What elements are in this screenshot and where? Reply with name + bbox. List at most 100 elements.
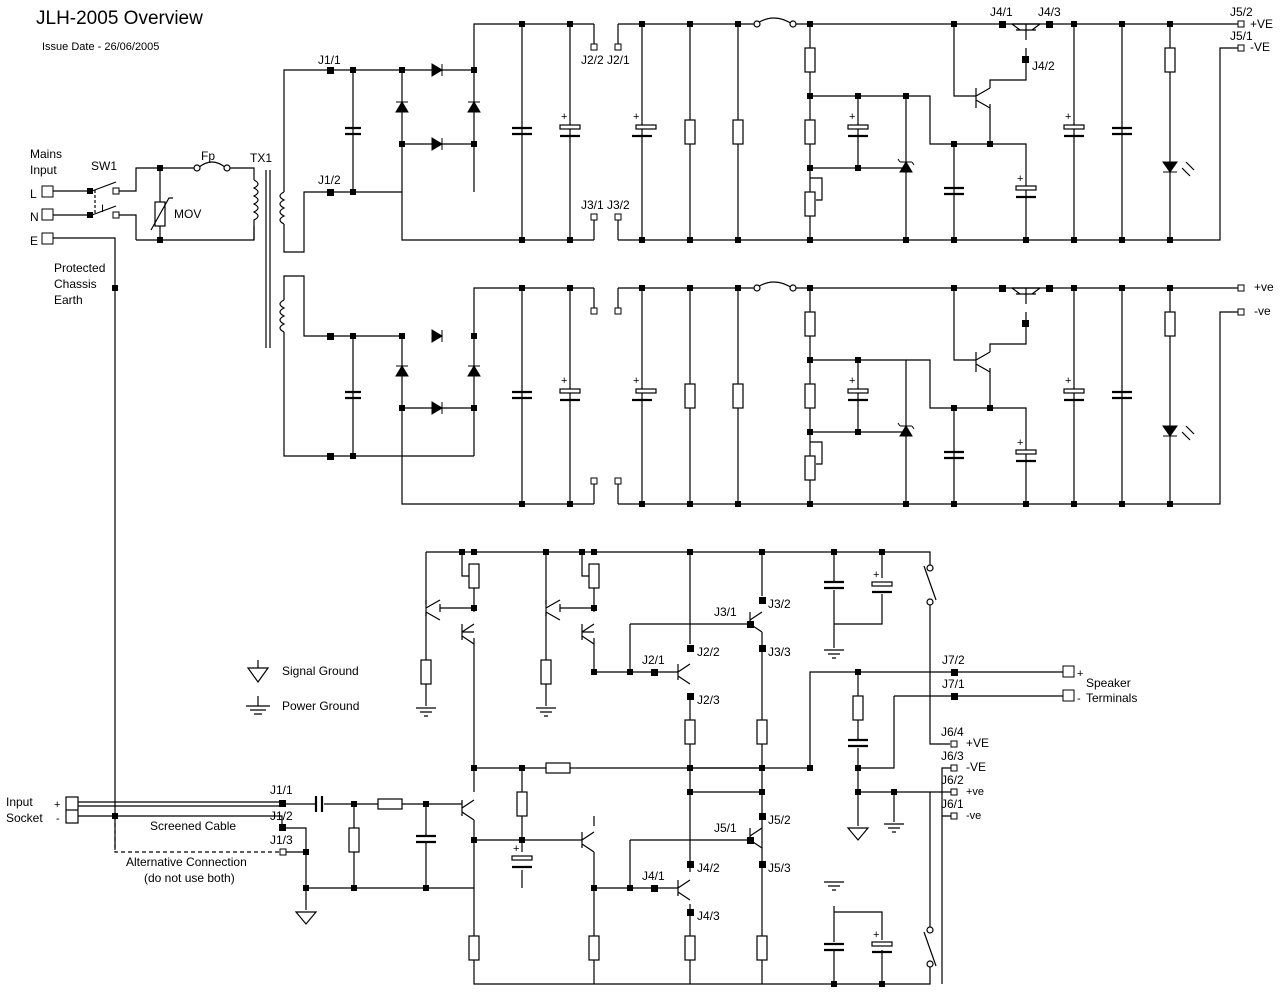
psu-j3-1-label: J3/1 (581, 198, 604, 212)
junction (903, 237, 909, 243)
mains-input-section: Mains Input L N E SW1 I Fp MOV Protected… (30, 147, 255, 850)
connector-j4-1 (999, 21, 1006, 28)
junction (951, 501, 957, 507)
resistor (756, 935, 768, 961)
junction (807, 429, 813, 435)
junction (855, 357, 861, 363)
input-j1-1-label: J1/1 (270, 783, 293, 797)
pass-transistor (1011, 287, 1041, 304)
resistor (1164, 311, 1176, 337)
junction (627, 885, 633, 891)
connector (1022, 320, 1029, 327)
electrolytic-capacitor (1015, 185, 1037, 191)
bridge-diode (395, 365, 409, 377)
input-j1-3-label: J1/3 (270, 833, 293, 847)
junction (987, 141, 993, 147)
bridge-diode (467, 101, 481, 113)
transformer-tx1: TX1 (250, 69, 330, 457)
amp-j2-3-label: J2/3 (697, 693, 720, 707)
junction (831, 981, 837, 987)
amp-j2-1-label: J2/1 (642, 653, 665, 667)
junction (1167, 21, 1173, 27)
earth-wire (53, 237, 116, 850)
driver-wiring (594, 620, 751, 673)
junction (855, 789, 861, 795)
junction (459, 549, 465, 555)
junction (687, 285, 693, 291)
fuse-terminal (926, 598, 934, 606)
connector-j3-2 (614, 213, 622, 221)
resistor (804, 383, 816, 409)
connector-j3-3 (759, 645, 766, 652)
junction (351, 801, 357, 807)
resistor (732, 119, 744, 145)
polarity-mark: + (561, 111, 567, 123)
speaker-label-2: Terminals (1086, 691, 1137, 705)
junction (639, 285, 645, 291)
power-ground-icon (246, 696, 270, 715)
output-filter-leads (1073, 288, 1171, 504)
transistor-pair (545, 599, 595, 645)
junction (891, 789, 897, 795)
electrolytic-capacitor (847, 124, 869, 130)
connector (614, 307, 622, 315)
junction (735, 21, 741, 27)
electrolytic-capacitor (1015, 449, 1037, 455)
input-plus-mark: + (54, 799, 60, 811)
electrolytic-capacitor (511, 855, 533, 861)
fuse-terminal (789, 20, 797, 28)
junction (350, 453, 356, 459)
junction (807, 357, 813, 363)
mains-label-2: Input (30, 163, 57, 177)
zener-diode (897, 422, 915, 437)
junction (831, 549, 837, 555)
mains-label-1: Mains (30, 147, 62, 161)
psu-channel-2: + + + (327, 280, 1274, 507)
junction (543, 549, 549, 555)
junction (350, 189, 356, 195)
amp-j6-3-label: J6/3 (941, 749, 964, 763)
polarity-mark: + (633, 111, 639, 123)
speaker-label-1: Speaker (1086, 676, 1131, 690)
polarity-mark: + (873, 929, 879, 941)
junction (951, 141, 957, 147)
mains-terminal-n-label: N (30, 210, 39, 224)
amp-j6-2-rail: +ve (966, 786, 984, 798)
transformer-label: TX1 (250, 151, 272, 165)
bridge-diode (395, 101, 409, 113)
signal-ground-icon (846, 827, 870, 841)
psu-j5-1-label: J5/1 (1230, 29, 1253, 43)
connector-j2-3 (687, 693, 694, 700)
fuse-terminal (789, 284, 797, 292)
junction (735, 285, 741, 291)
fuse-terminal (223, 164, 231, 172)
connector-leads (593, 24, 619, 240)
connector-j4-1 (651, 885, 658, 892)
connector-leads (593, 288, 619, 504)
junction (423, 885, 429, 891)
polarity-mark: + (1065, 375, 1071, 387)
bridge-diode (431, 401, 443, 415)
psu-j2-2-label: J2/2 (581, 53, 604, 67)
reservoir-leads (521, 24, 571, 240)
amp-j5-3-label: J5/3 (768, 861, 791, 875)
feedback-resistor (545, 762, 571, 774)
legend-power-ground: Power Ground (282, 699, 359, 713)
junction (471, 405, 477, 411)
junction (759, 549, 765, 555)
junction (639, 21, 645, 27)
junction (687, 21, 693, 27)
connector-j6-4 (950, 740, 958, 748)
alternative-connection (114, 816, 282, 853)
connector-j6-3 (950, 764, 958, 772)
resistor (588, 563, 600, 589)
electrolytic-capacitor (847, 388, 869, 394)
junction (471, 549, 477, 555)
junction (735, 237, 741, 243)
junction (855, 669, 861, 675)
junction (519, 501, 525, 507)
earth-label-2: Chassis (54, 277, 97, 291)
junction (879, 981, 885, 987)
polarity-mark: + (849, 375, 855, 387)
